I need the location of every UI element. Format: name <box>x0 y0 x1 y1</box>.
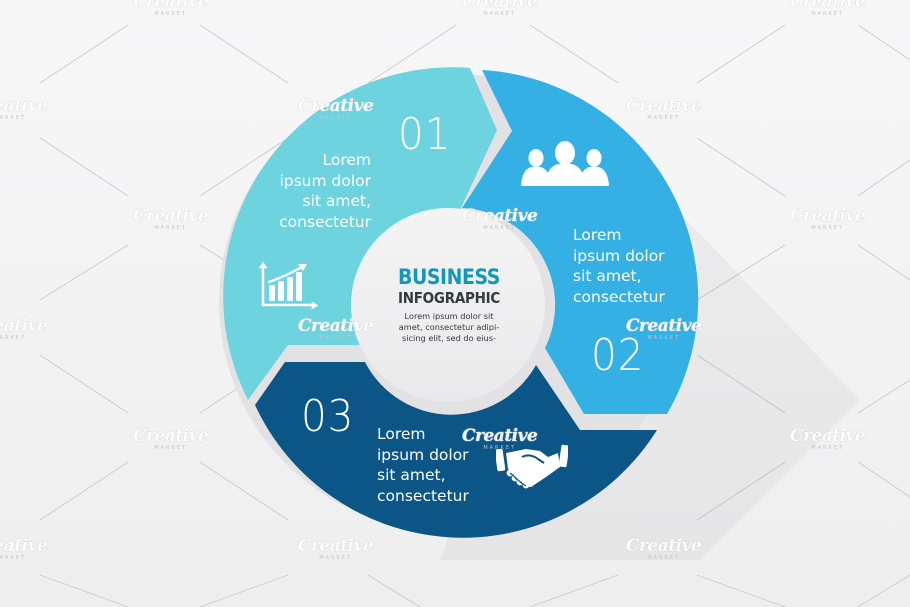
center-subtitle: INFOGRAPHIC <box>397 289 501 307</box>
step-01-number: 01 <box>398 109 452 160</box>
step-01-text: Lorem ipsum dolor sit amet, consectetur <box>279 151 371 231</box>
step-03-number: 03 <box>301 391 355 442</box>
user-group-icon <box>521 141 609 186</box>
center-title: BUSINESS <box>398 265 500 289</box>
center-body-text: Lorem ipsum dolor sit amet, consectetur … <box>398 311 500 343</box>
step-02-number: 02 <box>591 330 645 381</box>
segment-03[interactable] <box>255 362 657 538</box>
step-03-text: Lorem ipsum dolor sit amet, consectetur <box>377 425 469 505</box>
segment-01[interactable] <box>223 67 498 401</box>
segment-02[interactable] <box>462 70 699 414</box>
handshake-icon <box>496 444 568 489</box>
growth-bar-chart-icon <box>258 261 318 310</box>
step-02-text: Lorem ipsum dolor sit amet, consectetur <box>573 226 665 306</box>
